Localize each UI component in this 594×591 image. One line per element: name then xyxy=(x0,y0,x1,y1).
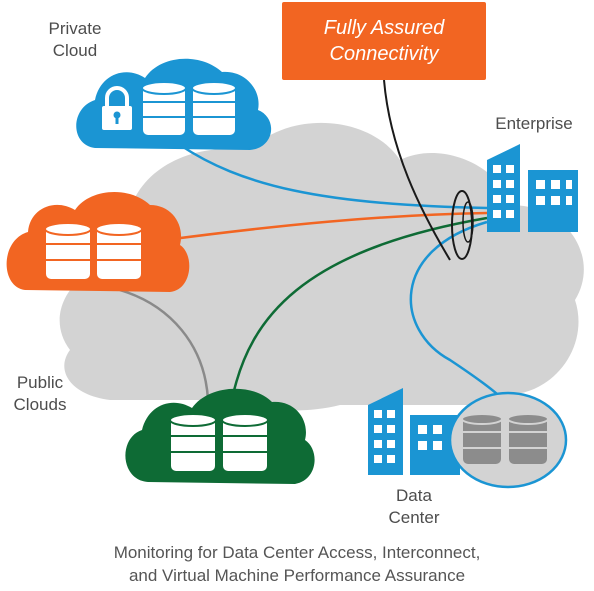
fully-assured-connectivity-callout: Fully Assured Connectivity xyxy=(282,2,486,80)
database-icon xyxy=(141,81,187,137)
link-orange-to-enterprise xyxy=(164,211,488,242)
database-icon xyxy=(169,413,217,473)
callout-line-1: Fully Assured xyxy=(323,17,445,39)
private-cloud-label: Private Cloud xyxy=(48,19,102,60)
callout-line-2: Connectivity xyxy=(329,43,439,65)
building-icon xyxy=(528,170,578,232)
callout-pointer-line xyxy=(383,79,451,261)
data-center-label: Data Center xyxy=(388,486,440,527)
connectivity-loop-inner xyxy=(462,201,474,243)
public-clouds-label: Public Clouds xyxy=(13,373,67,414)
data-center-vm-cluster xyxy=(448,391,568,489)
building-icon xyxy=(487,144,520,232)
diagram-caption: Monitoring for Data Center Access, Inter… xyxy=(0,541,594,587)
link-private-to-enterprise xyxy=(179,143,488,210)
building-icon xyxy=(368,388,403,475)
caption-line-2: and Virtual Machine Performance Assuranc… xyxy=(128,566,466,585)
private-cloud xyxy=(76,58,272,150)
link-datacenter-to-enterprise xyxy=(409,220,507,403)
enterprise-label: Enterprise xyxy=(495,114,573,133)
database-icon xyxy=(95,222,143,281)
background-cloud xyxy=(59,122,584,411)
public-cloud-orange xyxy=(6,192,190,292)
link-orange-to-green xyxy=(119,288,210,401)
database-icon xyxy=(191,81,237,137)
public-cloud-green xyxy=(125,388,315,484)
caption-line-1: Monitoring for Data Center Access, Inter… xyxy=(113,543,481,562)
connectivity-loop xyxy=(451,190,473,260)
database-icon xyxy=(221,413,269,473)
database-icon xyxy=(44,222,92,281)
lock-icon xyxy=(102,86,132,130)
database-icon xyxy=(507,413,549,466)
link-green-to-enterprise xyxy=(231,216,488,396)
database-icon xyxy=(461,413,503,466)
